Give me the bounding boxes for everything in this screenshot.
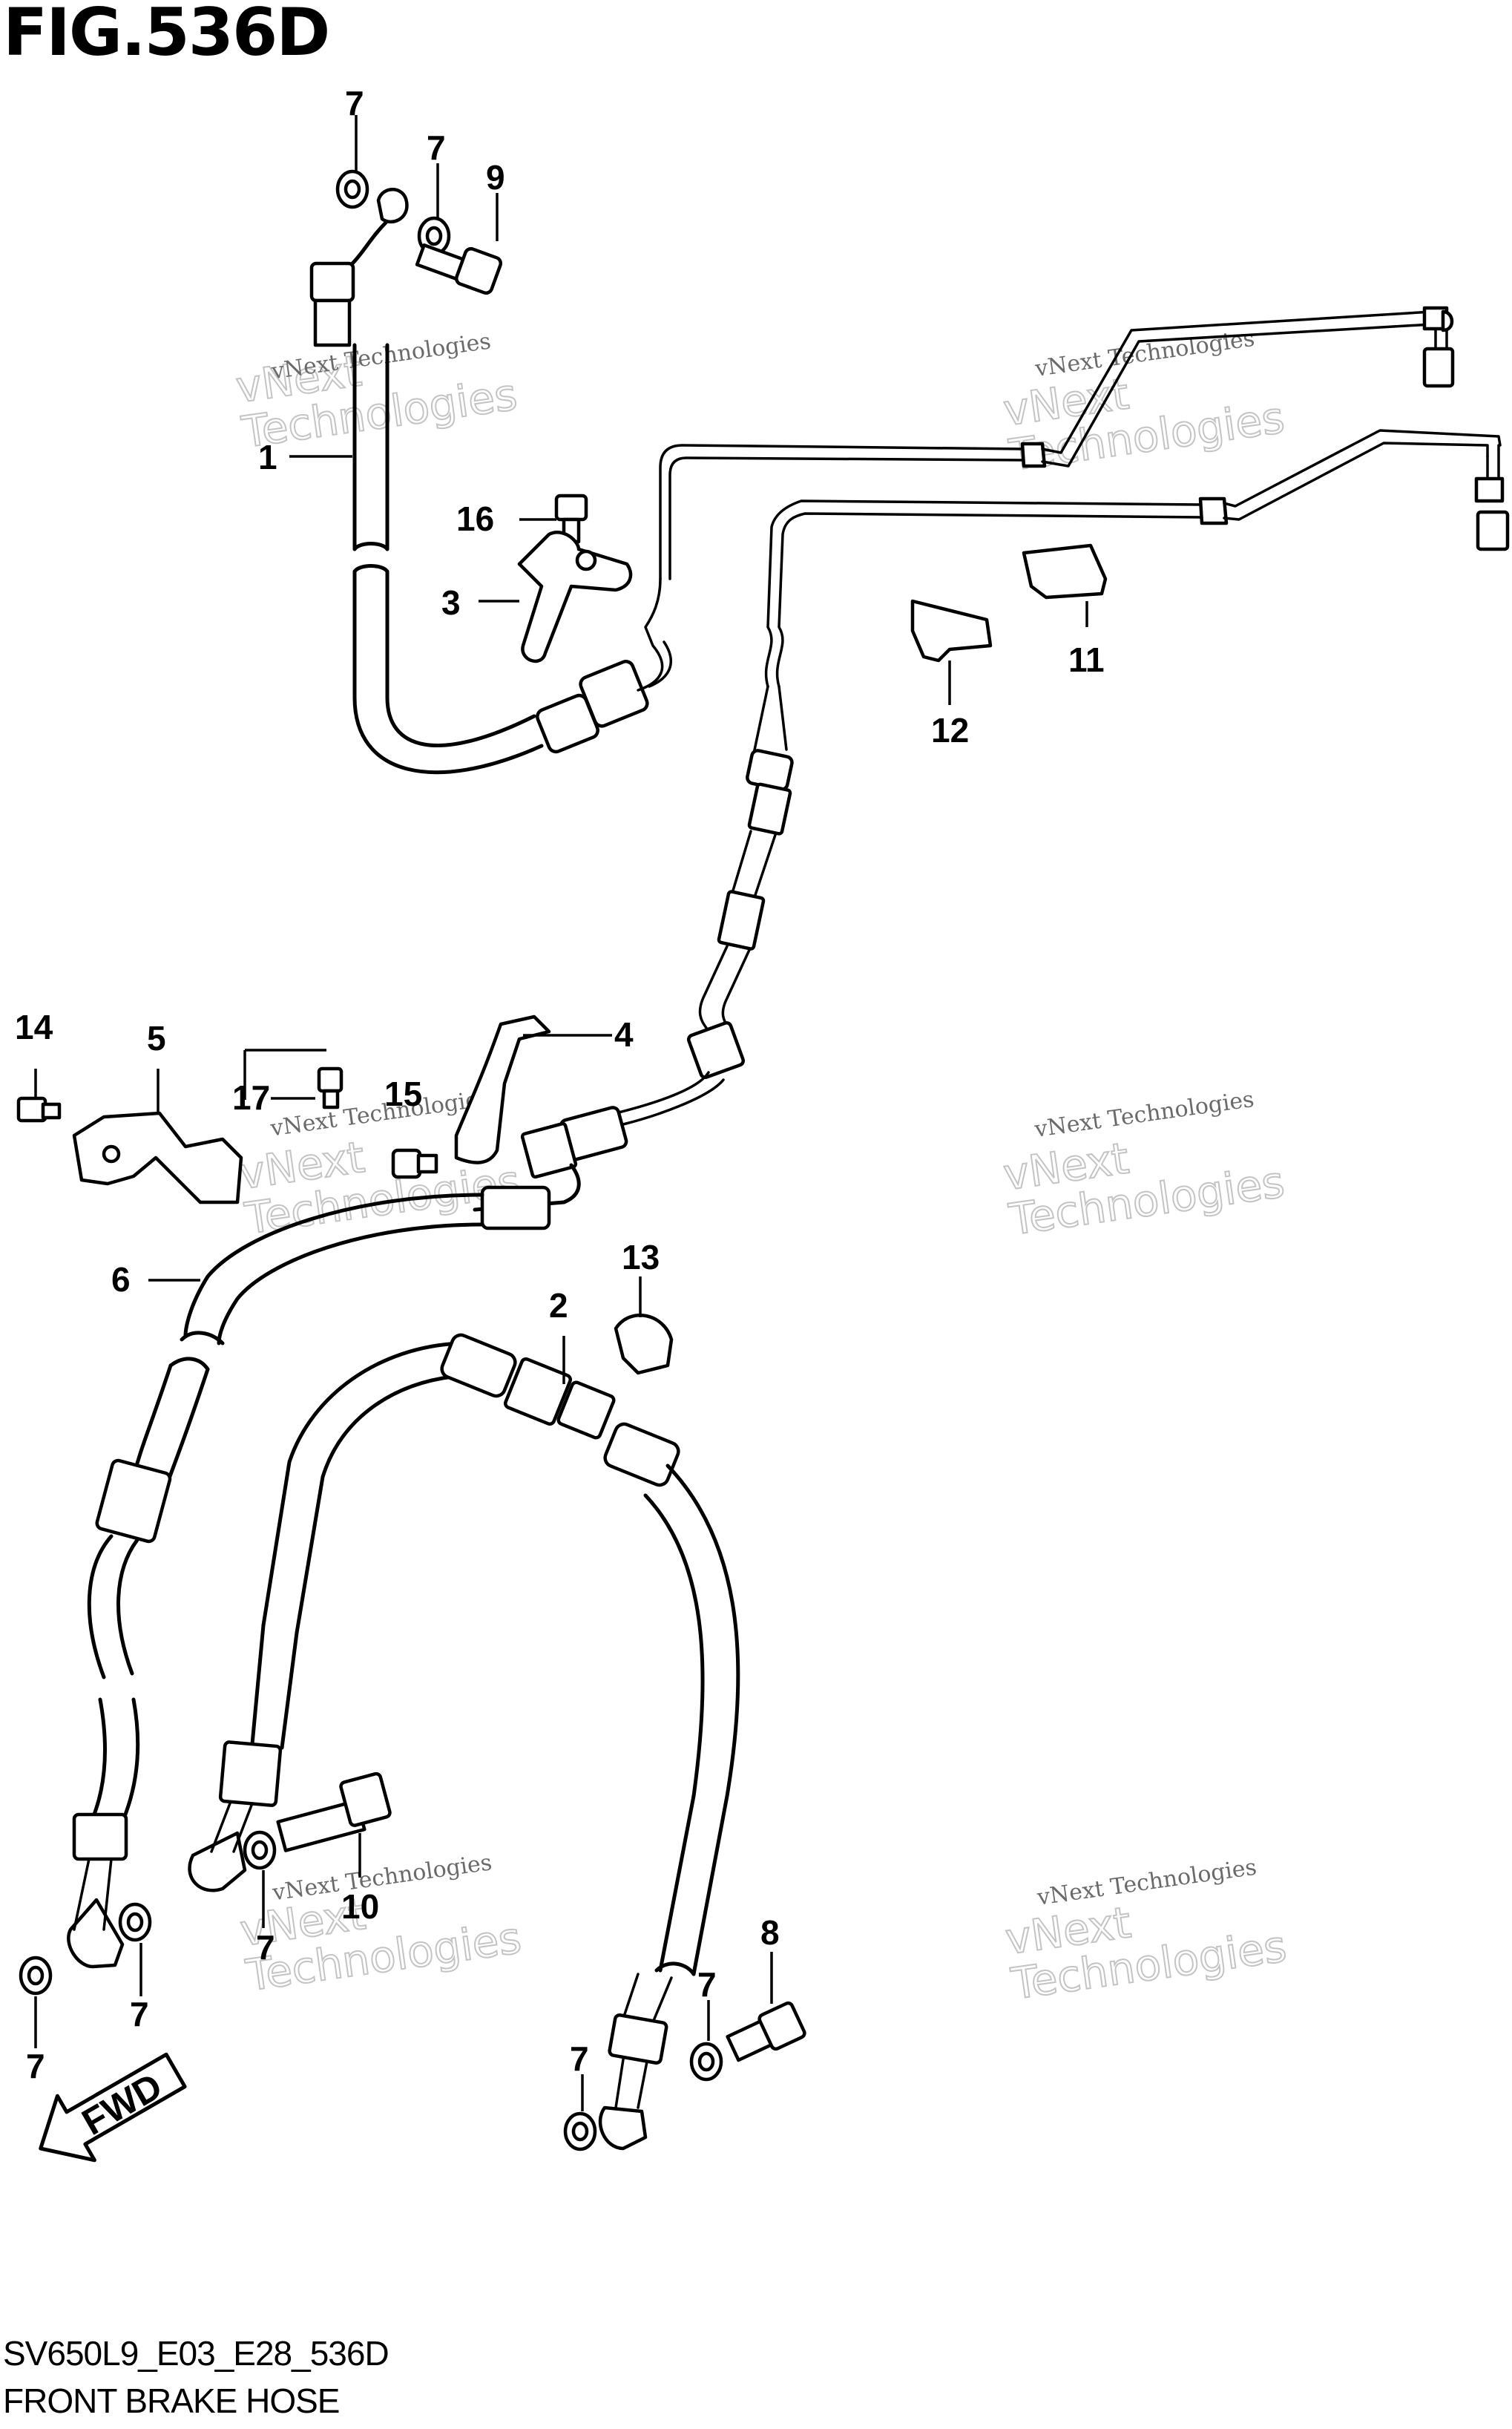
callout-6: 6 bbox=[111, 1260, 131, 1299]
callout-7g: 7 bbox=[697, 1965, 717, 2004]
watermark-small-5: vNext Technologies bbox=[270, 1849, 493, 1906]
callout-15: 15 bbox=[384, 1075, 422, 1113]
callout-7e: 7 bbox=[256, 1928, 275, 1967]
callout-7b: 7 bbox=[427, 128, 446, 167]
callout-8: 8 bbox=[760, 1913, 780, 1952]
figure-title: FIG.536D bbox=[3, 0, 330, 71]
fwd-label: FWD bbox=[75, 2065, 169, 2143]
watermark-6: vNextTechnologies vNext Technologies bbox=[1002, 1855, 1290, 2010]
banjo-bolt-9 bbox=[415, 243, 503, 295]
callout-9: 9 bbox=[486, 158, 505, 197]
callout-3: 3 bbox=[441, 583, 461, 622]
callout-7d: 7 bbox=[130, 1995, 149, 2033]
callout-14: 14 bbox=[15, 1008, 53, 1046]
figure-name: FRONT BRAKE HOSE bbox=[3, 2382, 340, 2420]
upper-brake-hose bbox=[309, 188, 1510, 1126]
callout-16: 16 bbox=[456, 499, 494, 538]
bolt-15 bbox=[391, 1148, 438, 1179]
bracket-4 bbox=[454, 1014, 551, 1164]
callout-2: 2 bbox=[549, 1286, 568, 1325]
callout-11: 11 bbox=[1068, 640, 1105, 679]
bracket-5 bbox=[72, 1111, 243, 1204]
junction-and-lower-hoses bbox=[67, 1106, 740, 2151]
callout-5: 5 bbox=[147, 1019, 166, 1058]
clamp-13 bbox=[614, 1314, 674, 1375]
banjo-bolt-10 bbox=[276, 1771, 392, 1852]
clamp-3 bbox=[517, 531, 633, 663]
watermark-small-6: vNext Technologies bbox=[1035, 1855, 1258, 1911]
bolt-14 bbox=[16, 1096, 62, 1123]
figure-code: SV650L9_E03_E28_536D bbox=[3, 2334, 389, 2373]
bolt-17 bbox=[317, 1066, 344, 1109]
clamp-11 bbox=[1022, 543, 1108, 600]
forward-arrow: FWD bbox=[39, 2052, 187, 2163]
callout-4: 4 bbox=[614, 1015, 634, 1054]
watermark-4: vNextTechnologies vNext Technologies bbox=[999, 1086, 1288, 1246]
arrow-icon bbox=[39, 2052, 187, 2163]
callout-1: 1 bbox=[258, 438, 277, 476]
callout-17: 17 bbox=[232, 1078, 270, 1117]
callout-7f: 7 bbox=[570, 2039, 589, 2078]
callout-12: 12 bbox=[931, 711, 969, 750]
banjo-bolt-8 bbox=[726, 2001, 806, 2062]
callout-7a: 7 bbox=[345, 84, 364, 122]
watermark-small-4: vNext Technologies bbox=[1033, 1086, 1256, 1143]
callout-7c: 7 bbox=[26, 2047, 45, 2085]
watermark-group: vNextTechnologies vNext Technologies vNe… bbox=[232, 326, 1290, 2010]
small-parts bbox=[16, 169, 1108, 2151]
callout-13: 13 bbox=[622, 1238, 660, 1276]
callout-10: 10 bbox=[341, 1887, 379, 1926]
leader-lines bbox=[34, 115, 1088, 2111]
watermark-small-2: vNext Technologies bbox=[1033, 326, 1256, 382]
clamp-12 bbox=[910, 599, 993, 663]
callouts: 1 2 3 4 5 6 7 7 7 7 7 7 7 8 9 10 11 12 1… bbox=[15, 84, 1105, 2085]
